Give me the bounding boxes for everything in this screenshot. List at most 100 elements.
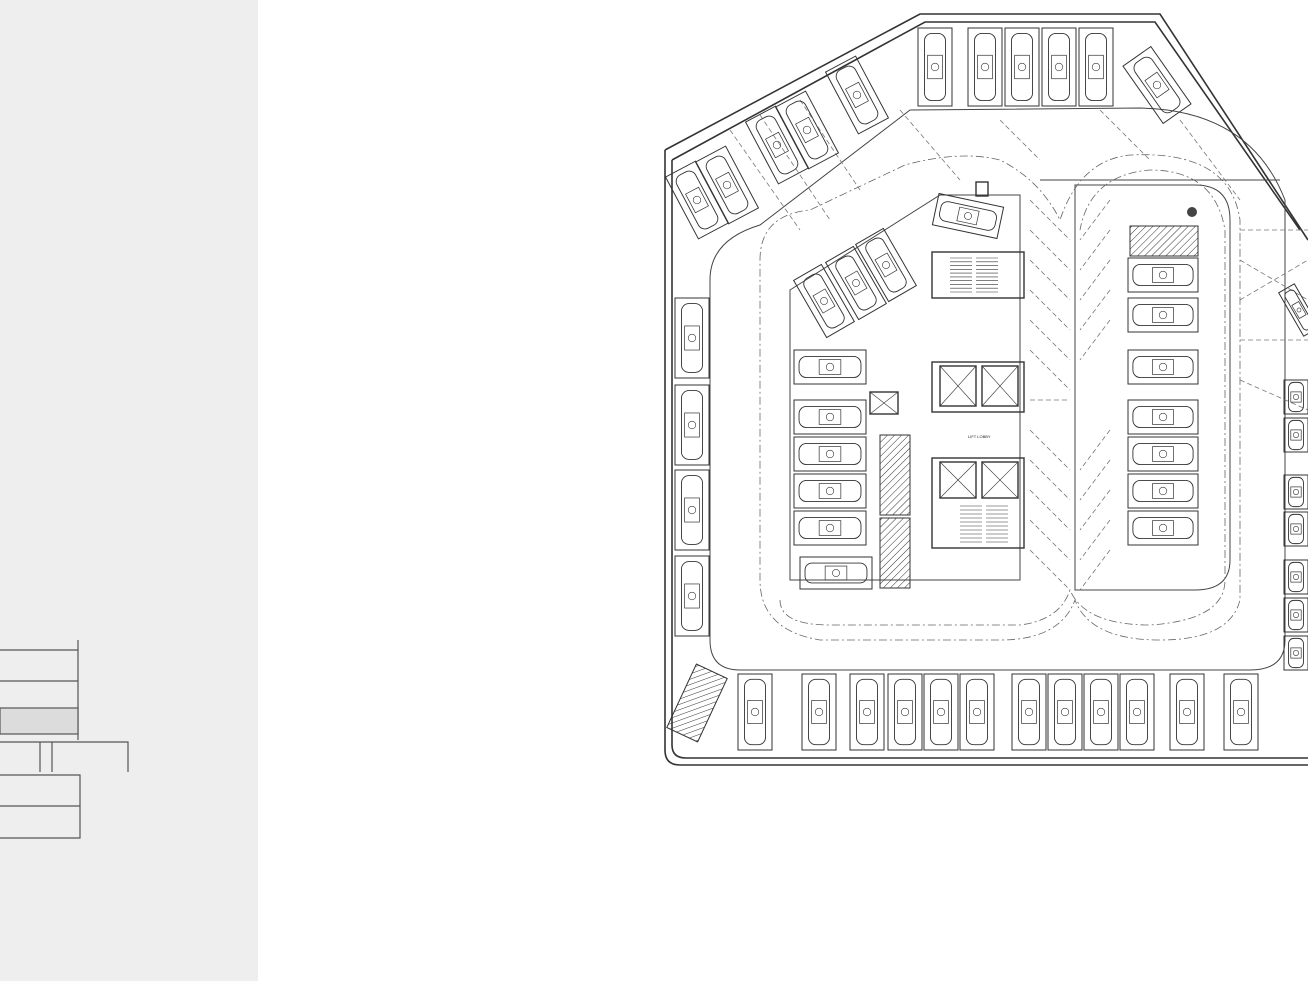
car-icon bbox=[744, 678, 766, 746]
car-icon bbox=[803, 273, 845, 329]
parking-bay bbox=[1283, 474, 1308, 510]
guide-line bbox=[1030, 229, 1308, 411]
parking-bay bbox=[744, 105, 810, 185]
car-icon bbox=[924, 33, 946, 101]
lift-core-top bbox=[931, 361, 1025, 413]
guide-line bbox=[1029, 199, 1071, 591]
stair-core-top bbox=[931, 251, 1025, 299]
parking-bay bbox=[931, 192, 1005, 240]
parking-bay bbox=[1011, 673, 1047, 751]
parking-bay bbox=[793, 349, 867, 385]
parking-bay bbox=[674, 297, 710, 379]
parking-bay bbox=[1127, 297, 1199, 333]
parking-bay bbox=[694, 145, 760, 225]
outer-wall bbox=[664, 13, 1308, 766]
car-icon bbox=[1288, 599, 1304, 631]
parking-bay bbox=[1127, 399, 1199, 435]
car-icon bbox=[1288, 476, 1304, 508]
car-icon bbox=[1284, 289, 1308, 331]
parking-bay bbox=[801, 673, 837, 751]
car-icon bbox=[681, 475, 703, 545]
parking-bay bbox=[1127, 473, 1199, 509]
car-icon bbox=[705, 155, 749, 215]
parking-bay bbox=[1127, 436, 1199, 472]
car-icon bbox=[1288, 637, 1304, 669]
parking-bay bbox=[664, 160, 730, 240]
parking-bay bbox=[774, 90, 840, 170]
column-dot bbox=[1187, 207, 1197, 217]
car-icon bbox=[798, 480, 862, 502]
car-icon bbox=[1011, 33, 1033, 101]
hatched-bay bbox=[1129, 225, 1199, 257]
turning-path bbox=[759, 154, 1241, 641]
left-sidebar-panel bbox=[0, 0, 258, 981]
car-icon bbox=[966, 678, 988, 746]
lift-lobby-label: LIFT LOBBY bbox=[968, 434, 991, 439]
parking-bay bbox=[967, 27, 1003, 107]
car-icon bbox=[1176, 678, 1198, 746]
lift-car bbox=[981, 461, 1019, 499]
shaft-box bbox=[869, 391, 899, 415]
car-icon bbox=[1090, 678, 1112, 746]
car-icon bbox=[798, 406, 862, 428]
car-icon bbox=[939, 201, 997, 231]
car-icon bbox=[755, 115, 799, 175]
thumb-line bbox=[0, 741, 129, 772]
parking-bay bbox=[1283, 511, 1308, 547]
car-icon bbox=[808, 678, 830, 746]
stair-treads bbox=[950, 257, 1008, 543]
car-icon bbox=[865, 237, 907, 293]
car-icon bbox=[1230, 678, 1252, 746]
hatched-bay bbox=[879, 517, 911, 589]
turning-path-inner bbox=[779, 169, 1226, 626]
parking-bay bbox=[793, 510, 867, 546]
parking-bay bbox=[1223, 673, 1259, 751]
parking-bay bbox=[1283, 417, 1308, 453]
car-icon bbox=[1132, 517, 1194, 539]
lift-car bbox=[939, 365, 977, 407]
parking-bay bbox=[1127, 510, 1199, 546]
car-icon bbox=[974, 33, 996, 101]
parking-bay bbox=[1283, 597, 1308, 633]
lift-car bbox=[981, 365, 1019, 407]
parking-bay bbox=[1078, 27, 1114, 107]
parking-bay bbox=[1083, 673, 1119, 751]
guide-line bbox=[1079, 199, 1111, 591]
parking-bay bbox=[1127, 257, 1199, 293]
parking-bay bbox=[793, 473, 867, 509]
car-icon bbox=[856, 678, 878, 746]
parking-bay bbox=[849, 673, 885, 751]
car-icon bbox=[804, 562, 868, 584]
parking-bay bbox=[674, 384, 710, 466]
parking-bay bbox=[1047, 673, 1083, 751]
parking-bay bbox=[959, 673, 995, 751]
parking-bay bbox=[887, 673, 923, 751]
shaft-cross bbox=[869, 391, 899, 415]
parking-bay bbox=[737, 673, 773, 751]
parking-bay bbox=[1041, 27, 1077, 107]
car-icon bbox=[798, 356, 862, 378]
shaft-box-small bbox=[975, 181, 989, 197]
thumb-line bbox=[0, 774, 81, 839]
car-icon bbox=[1288, 419, 1304, 451]
car-icon bbox=[1288, 561, 1304, 593]
car-icon bbox=[1132, 356, 1194, 378]
parking-bay bbox=[674, 555, 710, 637]
parking-bay bbox=[1278, 283, 1308, 337]
parking-bay bbox=[854, 227, 918, 303]
lift-car bbox=[939, 461, 977, 499]
hatched-bay bbox=[879, 434, 911, 516]
car-icon bbox=[681, 303, 703, 373]
parking-bay bbox=[1122, 45, 1192, 125]
car-icon bbox=[1085, 33, 1107, 101]
inner-wall bbox=[671, 21, 1308, 759]
car-icon bbox=[894, 678, 916, 746]
parking-bay bbox=[793, 436, 867, 472]
parking-bay bbox=[1169, 673, 1205, 751]
hatched-bay bbox=[666, 663, 728, 743]
car-icon bbox=[930, 678, 952, 746]
car-icon bbox=[1018, 678, 1040, 746]
car-icon bbox=[1054, 678, 1076, 746]
parking-bay bbox=[824, 55, 890, 135]
